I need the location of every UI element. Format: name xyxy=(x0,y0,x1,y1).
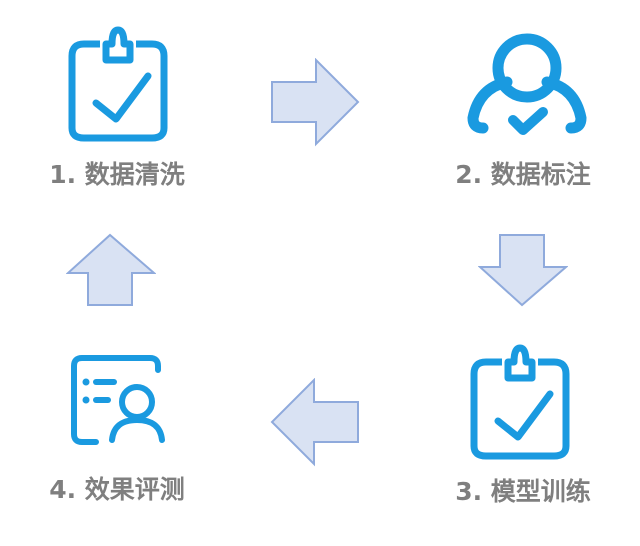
arrow-right-icon xyxy=(270,58,360,148)
arrow-down-icon xyxy=(478,233,568,307)
user-list-icon xyxy=(70,354,168,448)
arrow-left-icon xyxy=(270,378,360,468)
step-3-label: 3. 模型训练 xyxy=(455,477,591,506)
clipboard-check-icon xyxy=(468,342,572,460)
step-1-label: 1. 数据清洗 xyxy=(49,160,185,189)
step-2-label: 2. 数据标注 xyxy=(455,160,591,189)
clipboard-check-icon xyxy=(66,24,170,142)
arrow-up-icon xyxy=(66,233,156,307)
step-4-label: 4. 效果评测 xyxy=(49,475,185,504)
user-check-icon xyxy=(465,30,590,140)
